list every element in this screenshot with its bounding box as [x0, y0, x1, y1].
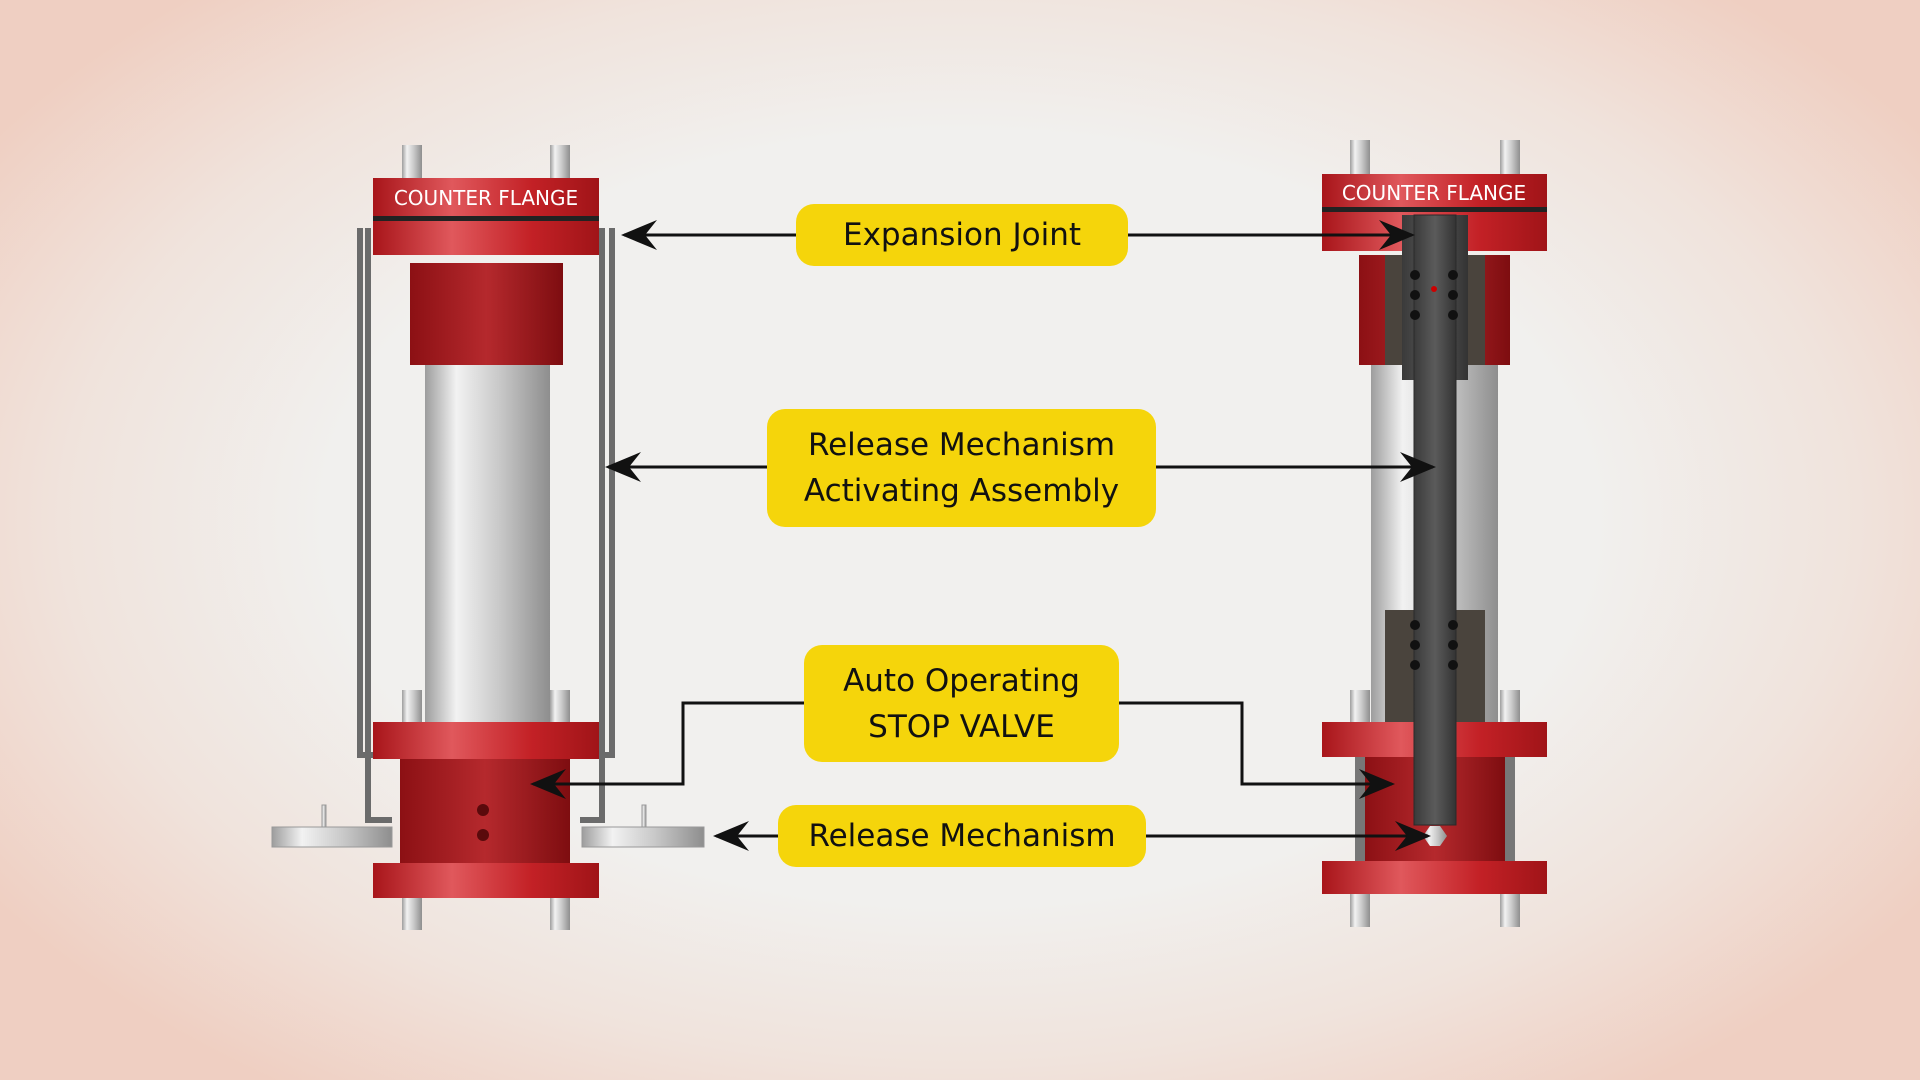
rod-holes	[1410, 270, 1458, 670]
callout-stop-valve: Auto Operating STOP VALVE	[804, 645, 1119, 762]
activating-frame	[357, 228, 615, 823]
flange	[373, 221, 599, 255]
callout-line: Auto Operating	[843, 662, 1080, 699]
right-device: COUNTER FLANGE	[1322, 140, 1547, 927]
right-flange-label: COUNTER FLANGE	[1342, 181, 1526, 205]
bolts	[1350, 140, 1520, 927]
arrow-stopvalve-left	[530, 701, 804, 799]
release-pipes	[271, 804, 705, 848]
callout-line: Release Mechanism	[807, 427, 1116, 463]
release-rod	[1413, 214, 1457, 826]
counter-flange	[1322, 174, 1547, 207]
bottom-flange	[373, 722, 599, 759]
steel-tube	[425, 365, 550, 722]
bottom-flange	[1322, 861, 1547, 894]
left-device: COUNTER FLANGE	[271, 145, 705, 930]
left-flange-label: COUNTER FLANGE	[394, 186, 578, 210]
arrow-stopvalve-right	[1119, 701, 1395, 799]
connector-arrows	[530, 220, 1436, 851]
callout-line: Activating Assembly	[803, 473, 1120, 509]
callout-expansion-joint: Expansion Joint	[796, 204, 1128, 266]
callout-line: Expansion Joint	[842, 217, 1081, 253]
callout-line: Release Mechanism	[808, 818, 1116, 854]
callout-line: STOP VALVE	[868, 708, 1055, 745]
callout-release-mechanism: Release Mechanism	[778, 805, 1146, 867]
counter-flange	[373, 178, 599, 216]
top-collar	[410, 263, 563, 365]
callout-activating-assembly: Release Mechanism Activating Assembly	[767, 409, 1156, 527]
bottom-flange	[373, 863, 599, 898]
